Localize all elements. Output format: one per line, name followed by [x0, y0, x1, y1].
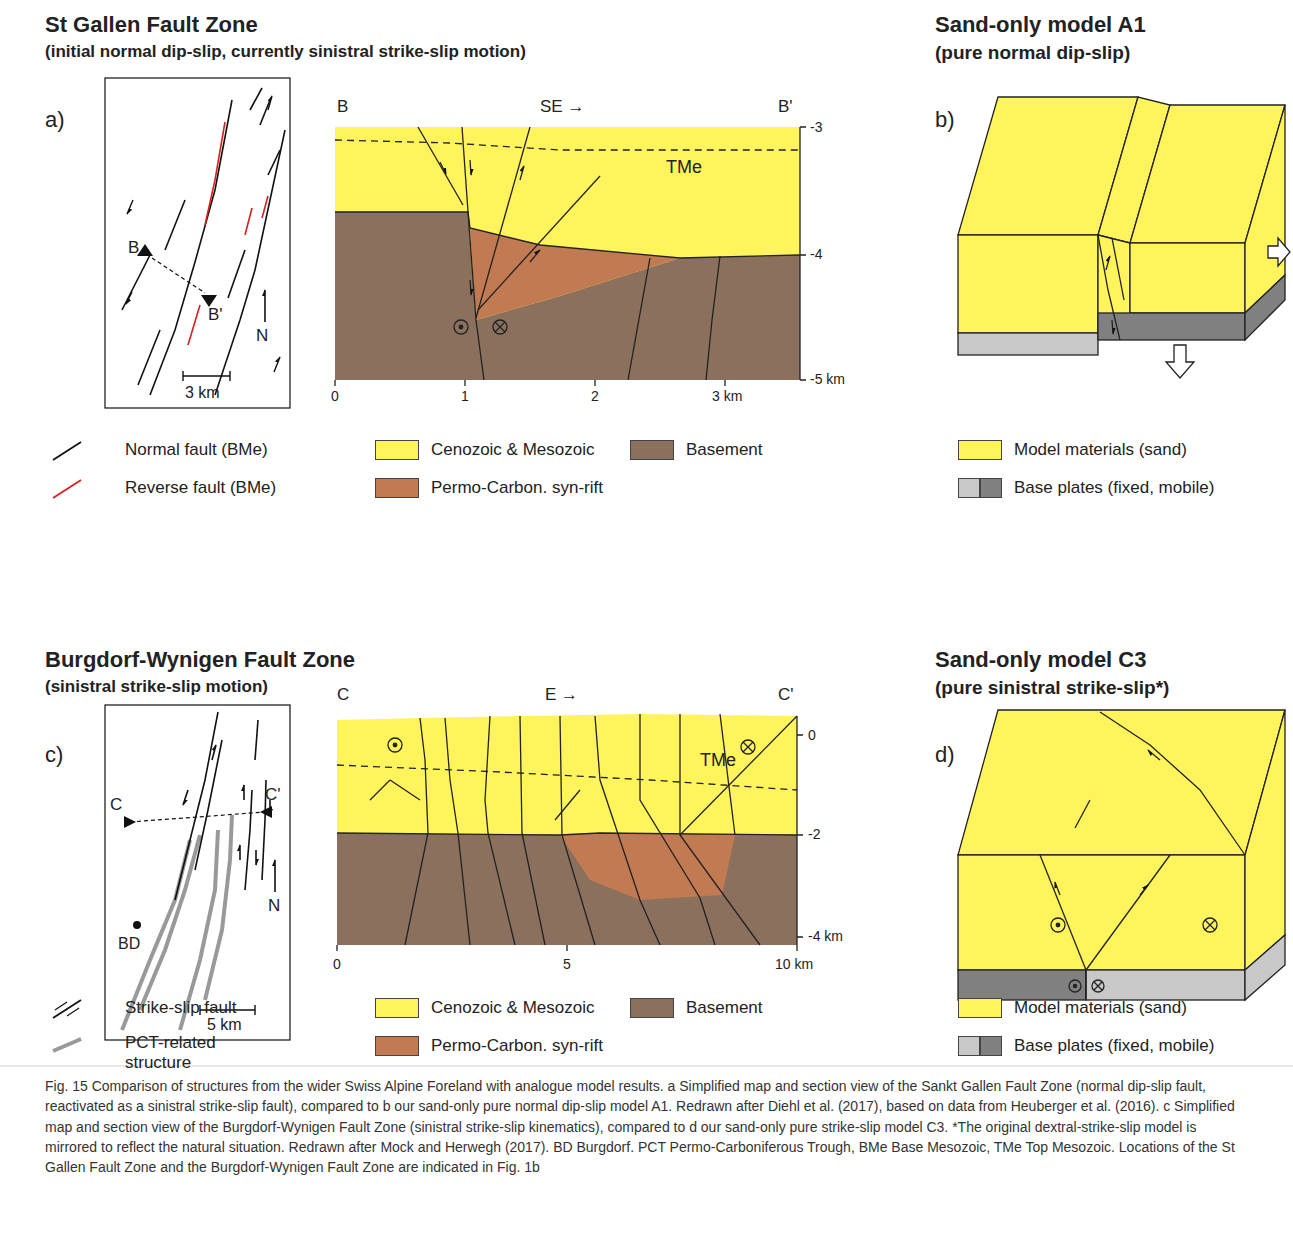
figure-caption: Fig. 15 Comparison of structures from th…: [45, 1076, 1250, 1177]
legend-line-sample: [45, 1033, 125, 1055]
legend-plate: [958, 478, 980, 498]
direction-label: SE →: [540, 97, 584, 117]
profile-end: B: [128, 238, 139, 258]
panel-letter: a): [45, 107, 65, 132]
model-block-a1: [958, 97, 1290, 378]
map-a: [105, 78, 290, 408]
legend-swatch: [375, 998, 419, 1018]
legend-entry: Reverse fault (BMe): [45, 478, 276, 500]
section-c: [337, 714, 803, 951]
legend-text: Cenozoic & Mesozoic: [431, 998, 594, 1018]
legend-text: Cenozoic & Mesozoic: [431, 440, 594, 460]
depth-tick: -2: [808, 826, 820, 842]
horizon-label: TMe: [666, 157, 702, 178]
depth-tick: -3: [810, 119, 822, 135]
depth-tick: 0: [808, 727, 816, 743]
legend-plate: [958, 1036, 980, 1056]
depth-tick: -4: [810, 246, 822, 262]
legend-swatch: [375, 1036, 419, 1056]
distance-tick: 0: [331, 388, 339, 404]
legend-entry: Model materials (sand): [958, 998, 1187, 1018]
legend-entry: PCT-related structure: [45, 1033, 245, 1074]
legend-plate: [980, 478, 1002, 498]
legend-entry: Strike-slip fault: [45, 998, 236, 1020]
panel-title: St Gallen Fault Zone: [45, 12, 258, 37]
depth-tick: -4 km: [808, 928, 843, 944]
legend-entry: Cenozoic & Mesozoic: [375, 440, 594, 460]
legend-entry: Base plates (fixed, mobile): [958, 478, 1214, 498]
panel-title: Burgdorf-Wynigen Fault Zone: [45, 647, 355, 672]
panel-subtitle: (sinistral strike-slip motion): [45, 677, 268, 697]
legend-entry: Model materials (sand): [958, 440, 1187, 460]
panel-subtitle: (initial normal dip-slip, currently sini…: [45, 42, 526, 62]
legend-line-sample: [45, 478, 125, 500]
legend-entry: Permo-Carbon. syn-rift: [375, 1036, 603, 1056]
legend-entry: Normal fault (BMe): [45, 440, 268, 462]
legend-entry: Cenozoic & Mesozoic: [375, 998, 594, 1018]
legend-text: Model materials (sand): [1014, 998, 1187, 1018]
town-label: BD: [118, 935, 140, 953]
legend-plate-sample: [958, 478, 1002, 498]
legend-text: Reverse fault (BMe): [125, 478, 276, 498]
legend-swatch: [630, 440, 674, 460]
panel-title: Sand-only model A1: [935, 12, 1146, 37]
profile-end: C: [337, 685, 349, 705]
legend-entry: Permo-Carbon. syn-rift: [375, 478, 603, 498]
panel-subtitle: (pure sinistral strike-slip*): [935, 677, 1169, 699]
legend-swatch: [958, 440, 1002, 460]
legend-swatch: [958, 998, 1002, 1018]
legend-plate: [980, 1036, 1002, 1056]
legend-entry: Basement: [630, 998, 763, 1018]
panel-letter: b): [935, 107, 955, 132]
distance-tick: 0: [333, 956, 341, 972]
legend-text: Base plates (fixed, mobile): [1014, 478, 1214, 498]
legend-text: Permo-Carbon. syn-rift: [431, 1036, 603, 1056]
horizon-label: TMe: [700, 750, 736, 771]
profile-end: C': [265, 785, 281, 805]
legend-swatch: [375, 440, 419, 460]
profile-end: C: [110, 795, 122, 815]
profile-end: C': [778, 685, 794, 705]
legend-text: Strike-slip fault: [125, 998, 236, 1018]
legend-text: Permo-Carbon. syn-rift: [431, 478, 603, 498]
legend-text: Base plates (fixed, mobile): [1014, 1036, 1214, 1056]
legend-entry: Basement: [630, 440, 763, 460]
legend-text: Normal fault (BMe): [125, 440, 268, 460]
profile-end: B': [778, 97, 793, 117]
map-c: [105, 705, 290, 1040]
distance-tick: 5: [563, 956, 571, 972]
distance-tick: 2: [591, 388, 599, 404]
panel-subtitle: (pure normal dip-slip): [935, 42, 1130, 64]
north-label: N: [256, 326, 268, 346]
distance-tick: 3 km: [712, 388, 742, 404]
model-block-c3: [958, 710, 1285, 1000]
legend-line-sample: [45, 998, 125, 1020]
legend-text: Basement: [686, 998, 763, 1018]
legend-plate-sample: [958, 1036, 1002, 1056]
depth-tick: -5 km: [810, 371, 845, 387]
legend-swatch: [630, 998, 674, 1018]
north-label: N: [268, 896, 280, 916]
panel-title: Sand-only model C3: [935, 647, 1146, 672]
legend-text: Basement: [686, 440, 763, 460]
panel-letter: d): [935, 742, 955, 767]
legend-text: Model materials (sand): [1014, 440, 1187, 460]
distance-tick: 10 km: [775, 956, 813, 972]
profile-end: B: [337, 97, 348, 117]
legend-line-sample: [45, 440, 125, 462]
panel-letter: c): [45, 742, 63, 767]
legend-swatch: [375, 478, 419, 498]
distance-tick: 1: [461, 388, 469, 404]
scale-label: 3 km: [185, 384, 220, 402]
section-a: [335, 127, 806, 386]
scale-label: 5 km: [207, 1016, 242, 1034]
legend-entry: Base plates (fixed, mobile): [958, 1036, 1214, 1056]
direction-label: E →: [545, 685, 578, 705]
legend-text: PCT-related structure: [125, 1033, 245, 1074]
profile-end: B': [208, 305, 223, 325]
